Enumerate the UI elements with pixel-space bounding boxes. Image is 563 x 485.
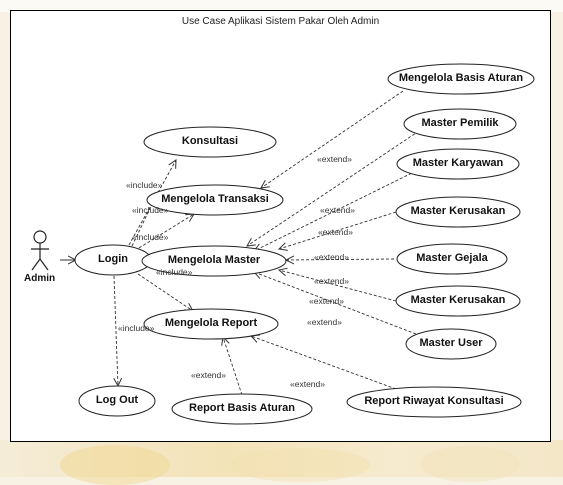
extend-gejala-master (286, 259, 395, 260)
usecase-ellipse-basis-aturan (387, 63, 535, 95)
usecase-ellipse-kerusakan1 (395, 196, 521, 228)
extend-label: «extend» (309, 296, 344, 306)
diagram-canvas (31, 63, 535, 425)
include-login-logout (114, 275, 118, 386)
usecase-ellipse-gejala (396, 243, 508, 275)
usecase-pemilik: Master Pemilik (421, 117, 499, 129)
extend-label: «extend» (191, 370, 226, 380)
extend-basis-transaksi (261, 90, 404, 188)
usecase-gejala: Master Gejala (416, 252, 488, 264)
include-login-konsultasi (128, 160, 176, 246)
diagram-frame: Use Case Aplikasi Sistem Pakar Oleh Admi… (10, 10, 551, 442)
usecase-report-basis: Report Basis Aturan (189, 402, 295, 414)
include-label: «include» (118, 323, 155, 333)
watermark-shape (420, 446, 520, 482)
include-label: «include» (126, 180, 163, 190)
usecase-user: Master User (419, 337, 483, 349)
extend-karyawan-master (254, 170, 417, 251)
usecase-ellipse-kerusakan2 (395, 285, 521, 317)
usecase-ellipse-konsultasi (143, 126, 277, 158)
extend-reportbasis-report (223, 337, 243, 396)
include-login-transaksi-2 (138, 214, 194, 249)
diagram-title: Use Case Aplikasi Sistem Pakar Oleh Admi… (181, 16, 380, 27)
usecase-ellipse-karyawan (396, 148, 520, 180)
usecase-ellipse-user (405, 328, 497, 360)
usecase-report-riwayat: Report Riwayat Konsultasi (364, 395, 504, 407)
include-label: «include» (156, 267, 193, 277)
usecase-ellipse-logout (78, 385, 156, 417)
usecase-logout: Log Out (95, 394, 139, 406)
usecase-ellipse-report-basis (171, 393, 313, 425)
extend-label: «extend» (317, 154, 352, 164)
usecase-report: Mengelola Report (164, 317, 258, 329)
usecase-ellipse-master (141, 245, 287, 277)
extend-riwayat-report (251, 336, 397, 390)
watermark-shape (60, 445, 170, 485)
extend-kerusakan2-master (279, 270, 397, 302)
usecase-master: Mengelola Master (167, 254, 261, 266)
usecase-ellipse-pemilik (403, 108, 517, 140)
actor-label: Admin (24, 273, 56, 284)
usecase-ellipse-transaksi (146, 184, 284, 216)
extend-user-master (254, 272, 417, 335)
usecase-karyawan: Master Karyawan (412, 157, 504, 169)
extend-label: «extend» (290, 379, 325, 389)
usecase-konsultasi: Konsultasi (181, 135, 239, 147)
usecase-kerusakan-1: Master Kerusakan (410, 205, 506, 217)
include-login-transaksi-1 (131, 198, 155, 247)
usecase-login: Login (98, 253, 128, 265)
usecase-basis-aturan: Mengelola Basis Aturan (398, 72, 524, 84)
extend-label: «extend» (318, 227, 353, 237)
usecase-kerusakan-2: Master Kerusakan (410, 294, 506, 306)
watermark-shape (230, 448, 370, 482)
extend-label: «extend» (314, 252, 349, 262)
include-login-report (137, 273, 193, 311)
actor-icon (31, 230, 49, 271)
extend-pemilik-master (247, 130, 420, 246)
include-label: «include» (132, 232, 169, 242)
watermark-background (0, 440, 563, 477)
extend-kerusakan1-master (279, 211, 397, 249)
usecase-ellipse-report-riwayat (346, 386, 522, 418)
extend-label: «extend» (320, 205, 355, 215)
include-label: «include» (132, 205, 169, 215)
usecase-ellipse-report (143, 308, 279, 340)
usecase-transaksi: Mengelola Transaksi (161, 193, 269, 205)
extend-label: «extend» (314, 276, 349, 286)
page-top-edge (0, 0, 563, 12)
extend-label: «extend» (307, 317, 342, 327)
